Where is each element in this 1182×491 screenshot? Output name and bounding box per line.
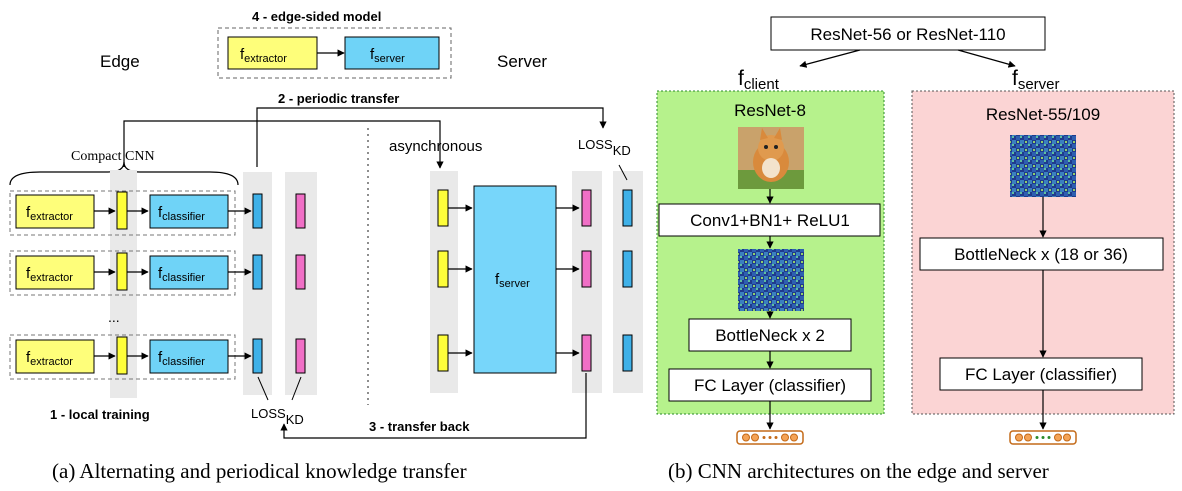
- edge-loss-kd-label: LOSSKD: [251, 406, 304, 427]
- transfer-back-label: 3 - transfer back: [369, 419, 470, 434]
- teacher-model-label: ResNet-56 or ResNet-110: [810, 25, 1005, 44]
- logit-bar: [252, 338, 263, 374]
- edge-sided-server-box: [344, 36, 440, 70]
- caption-a: (a) Alternating and periodical knowledge…: [52, 459, 467, 483]
- edge-sided-model-title: 4 - edge-sided model: [252, 9, 381, 24]
- server-logit-bar: [581, 189, 592, 227]
- server-logit-bar: [581, 334, 592, 372]
- server-bottleneck-block: [919, 237, 1164, 271]
- classifier-box: [149, 194, 229, 229]
- edge-sided-server-label: fserver: [370, 46, 405, 65]
- server-kd-logit-bar: [622, 189, 633, 227]
- compact-cnn-label: Compact CNN: [71, 149, 155, 164]
- kd-logit-bar: [295, 254, 306, 290]
- loss-kd-link: [291, 376, 302, 401]
- transfer-back-arrow: [280, 373, 587, 439]
- extractor-label: fextractor: [26, 265, 73, 284]
- client-output-nodes: [736, 430, 804, 445]
- edge-row-frame: [9, 334, 236, 380]
- f-client-label: fclient: [738, 67, 780, 93]
- server-model-name: ResNet-55/109: [986, 105, 1100, 124]
- logit-bar: [252, 254, 263, 290]
- client-bottleneck-label: BottleNeck x 2: [715, 326, 825, 345]
- teacher-model-box: [770, 16, 1046, 51]
- edge-sided-extractor-box: [227, 36, 318, 70]
- server-kd-logit-bar: [622, 250, 633, 288]
- split-arrow-client: [799, 49, 861, 68]
- edge-row-frame: [9, 250, 236, 296]
- server-output-nodes: [1009, 430, 1077, 445]
- server-feature-bar: [437, 250, 449, 288]
- server-bottleneck-label: BottleNeck x (18 or 36): [954, 245, 1128, 264]
- feature-bar: [116, 336, 128, 375]
- extractor-box: [15, 194, 95, 229]
- loss-kd-link: [618, 164, 628, 181]
- server-loss-kd-label: LOSSKD: [578, 137, 631, 158]
- compact-cnn-brace: [9, 161, 239, 186]
- loss-kd-link: [257, 376, 269, 401]
- server-fc-block: [939, 357, 1143, 391]
- server-fc-label: FC Layer (classifier): [965, 365, 1117, 384]
- extractor-label: fextractor: [26, 204, 73, 223]
- panel-b: ResNet-56 or ResNet-110 fclient fserver …: [656, 16, 1175, 483]
- server-model-label: fserver: [495, 271, 530, 290]
- server-feature-bar: [437, 189, 449, 227]
- local-training-label: 1 - local training: [50, 407, 150, 422]
- panel-a: 4 - edge-sided model fextractor fserver …: [9, 9, 643, 483]
- split-arrow-server: [957, 49, 1016, 68]
- server-model-box: [473, 185, 557, 374]
- classifier-label: fclassifier: [158, 265, 205, 284]
- conv-block: [658, 203, 881, 237]
- kd-logit-bar: [295, 193, 306, 229]
- classifier-box: [149, 255, 229, 290]
- edge-header: Edge: [100, 52, 140, 71]
- caption-b: (b) CNN architectures on the edge and se…: [668, 459, 1049, 483]
- kd-logit-bar: [295, 338, 306, 374]
- edge-row-frame: [9, 190, 236, 236]
- edge-sided-model-frame: [217, 27, 452, 79]
- conv-block-label: Conv1+BN1+ ReLU1: [690, 211, 850, 230]
- kitten-image: [738, 127, 804, 189]
- client-fc-label: FC Layer (classifier): [694, 376, 846, 395]
- f-server-label: fserver: [1012, 67, 1060, 93]
- classifier-label: fclassifier: [158, 349, 205, 368]
- periodic-transfer-arrow: [256, 107, 607, 167]
- server-logit-bar: [581, 250, 592, 288]
- periodic-transfer-line-2: [123, 120, 444, 169]
- ellipsis: ...: [108, 309, 120, 325]
- server-feature-bar: [437, 334, 449, 372]
- client-bottleneck-block: [688, 318, 852, 352]
- logit-bar: [252, 193, 263, 229]
- feature-bar: [116, 191, 128, 230]
- server-kd-logit-bar: [622, 334, 633, 372]
- edge-sided-extractor-label: fextractor: [240, 46, 287, 65]
- classifier-label: fclassifier: [158, 204, 205, 223]
- feature-bar: [116, 252, 128, 291]
- asynchronous-label: asynchronous: [389, 138, 482, 155]
- periodic-transfer-label: 2 - periodic transfer: [278, 91, 399, 106]
- server-header: Server: [497, 52, 547, 71]
- server-feature-map: [1010, 135, 1076, 197]
- client-feature-map: [738, 249, 804, 311]
- extractor-label: fextractor: [26, 349, 73, 368]
- client-model-name: ResNet-8: [734, 101, 806, 120]
